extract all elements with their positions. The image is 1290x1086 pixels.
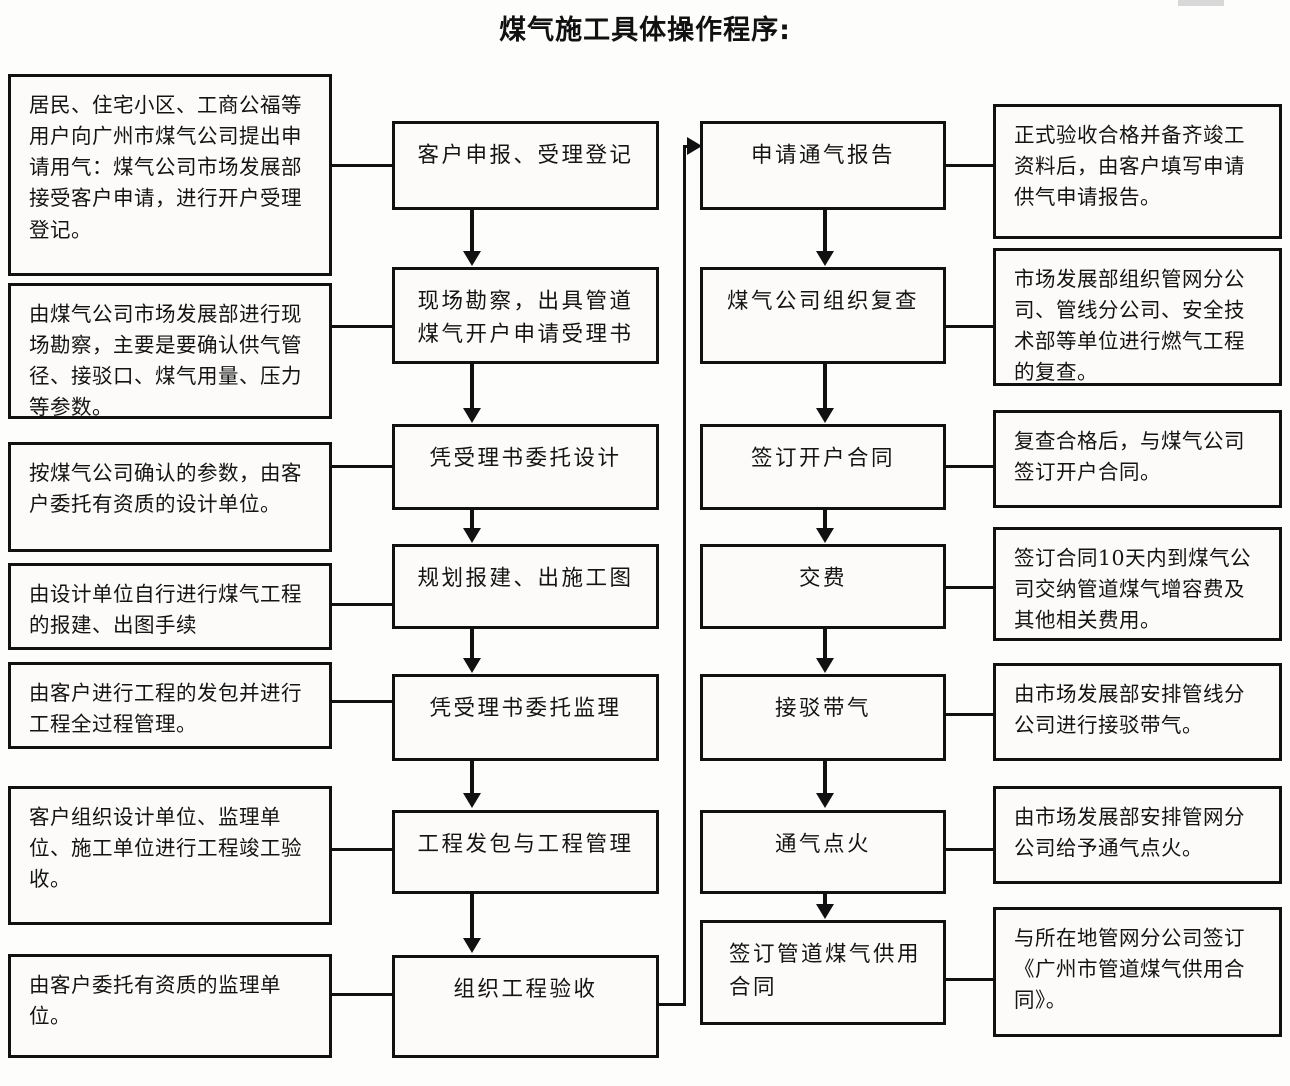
note-box-r6: 由市场发展部安排管网分公司给予通气点火。: [993, 786, 1282, 884]
process-7-text: 组织工程验收: [453, 977, 598, 1002]
note-box-l7: 由客户委托有资质的监理单位。: [8, 954, 332, 1058]
connector-l6-to-step6: [332, 848, 392, 851]
arrowhead-step4: [463, 528, 481, 543]
process-box-11: 交费: [700, 544, 946, 629]
note-box-l5: 由客户进行工程的发包并进行工程全过程管理。: [8, 662, 332, 749]
process-3-text: 凭受理书委托设计: [429, 446, 622, 471]
process-box-14: 签订管道煤气供用合同: [700, 920, 946, 1025]
connector-step8-to-step9: [823, 210, 827, 253]
note-r7-text: 与所在地管网分公司签订《广州市管道煤气供用合同》。: [1014, 926, 1245, 1013]
arrowhead-step7: [463, 938, 481, 953]
arrowhead-step10: [816, 408, 834, 423]
connector-l5-to-step5: [332, 700, 392, 703]
connector-step13-to-r6: [946, 848, 993, 851]
connector-step13-to-step14: [823, 894, 827, 905]
connector-step11-to-step12: [823, 629, 827, 659]
connector-step12-to-r5: [946, 713, 993, 716]
process-box-9: 煤气公司组织复查: [700, 267, 946, 364]
connector-step5-to-step6: [470, 761, 474, 794]
arrowhead-step12: [816, 658, 834, 673]
connector-l4-to-step4: [332, 603, 392, 606]
connector-step11-to-r4: [946, 586, 993, 589]
note-box-l2: 由煤气公司市场发展部进行现场勘察，主要是要确认供气管径、接驳口、煤气用量、压力等…: [8, 283, 332, 419]
process-14-text: 签订管道煤气供用合同: [729, 942, 922, 1000]
connector-step14-to-r7: [946, 978, 993, 981]
note-box-l3: 按煤气公司确认的参数，由客户委托有资质的设计单位。: [8, 442, 332, 552]
process-12-text: 接驳带气: [774, 696, 871, 721]
connector-l7-to-step7: [332, 993, 392, 996]
note-r4-text: 签订合同10天内到煤气公司交纳管道煤气增容费及其他相关费用。: [1014, 546, 1252, 633]
connector-step7-exit: [659, 1003, 686, 1006]
note-l4-text: 由设计单位自行进行煤气工程的报建、出图手续: [29, 582, 302, 638]
process-box-5: 凭受理书委托监理: [392, 674, 659, 761]
process-box-10: 签订开户合同: [700, 424, 946, 510]
note-l3-text: 按煤气公司确认的参数，由客户委托有资质的设计单位。: [29, 461, 302, 517]
arrowhead-step3: [463, 408, 481, 423]
arrowhead-step14: [816, 904, 834, 919]
note-box-r1: 正式验收合格并备齐竣工资料后，由客户填写申请供气申请报告。: [993, 104, 1282, 239]
process-6-text: 工程发包与工程管理: [417, 832, 634, 857]
process-10-text: 签订开户合同: [750, 446, 895, 471]
page-title: 煤气施工具体操作程序:: [499, 15, 791, 46]
process-1-text: 客户申报、受理登记: [417, 143, 634, 168]
process-box-2: 现场勘察，出具管道煤气开户申请受理书: [392, 267, 659, 364]
connector-l3-to-step3: [332, 465, 392, 468]
process-11-text: 交费: [798, 566, 847, 591]
process-box-13: 通气点火: [700, 810, 946, 894]
arrowhead-step2: [463, 251, 481, 266]
process-box-6: 工程发包与工程管理: [392, 810, 659, 894]
connector-step6-to-step7: [470, 894, 474, 939]
note-r5-text: 由市场发展部安排管线分公司进行接驳带气。: [1014, 682, 1245, 738]
process-box-12: 接驳带气: [700, 674, 946, 761]
note-l2-text: 由煤气公司市场发展部进行现场勘察，主要是要确认供气管径、接驳口、煤气用量、压力等…: [29, 302, 302, 420]
process-box-4: 规划报建、出施工图: [392, 544, 659, 629]
arrowhead-step8: [687, 137, 702, 155]
connector-step3-to-step4: [470, 510, 474, 529]
process-9-text: 煤气公司组织复查: [726, 289, 919, 314]
process-box-8: 申请通气报告: [700, 121, 946, 210]
connector-step8-to-r1: [946, 164, 993, 167]
arrowhead-step9: [816, 251, 834, 266]
note-r6-text: 由市场发展部安排管网分公司给予通气点火。: [1014, 805, 1245, 861]
note-box-l6: 客户组织设计单位、监理单位、施工单位进行工程竣工验收。: [8, 786, 332, 925]
note-l6-text: 客户组织设计单位、监理单位、施工单位进行工程竣工验收。: [29, 805, 302, 892]
note-r1-text: 正式验收合格并备齐竣工资料后，由客户填写申请供气申请报告。: [1014, 123, 1245, 210]
note-l1-text: 居民、住宅小区、工商公福等用户向广州市煤气公司提出申请用气：煤气公司市场发展部接…: [29, 93, 302, 242]
connector-l1-to-step1: [332, 164, 392, 167]
note-r3-text: 复查合格后，与煤气公司签订开户合同。: [1014, 429, 1245, 485]
connector-step2-to-step3: [470, 364, 474, 409]
note-r2-text: 市场发展部组织管网分公司、管线分公司、安全技术部等单位进行燃气工程的复查。: [1014, 267, 1245, 385]
note-box-r7: 与所在地管网分公司签订《广州市管道煤气供用合同》。: [993, 907, 1282, 1037]
note-l7-text: 由客户委托有资质的监理单位。: [29, 973, 281, 1029]
connector-step10-to-r3: [946, 465, 993, 468]
scan-corner-artifact: [1178, 0, 1224, 6]
connector-step1-to-step2: [470, 210, 474, 253]
arrowhead-step6: [463, 793, 481, 808]
process-5-text: 凭受理书委托监理: [429, 696, 622, 721]
process-13-text: 通气点火: [774, 832, 871, 857]
connector-wrap-vertical: [683, 145, 686, 1006]
note-box-r2: 市场发展部组织管网分公司、管线分公司、安全技术部等单位进行燃气工程的复查。: [993, 248, 1282, 386]
note-box-r4: 签订合同10天内到煤气公司交纳管道煤气增容费及其他相关费用。: [993, 527, 1282, 641]
arrowhead-step11: [816, 528, 834, 543]
connector-step9-to-r2: [946, 325, 993, 328]
connector-step4-to-step5: [470, 629, 474, 659]
connector-l2-to-step2: [332, 325, 392, 328]
process-box-7: 组织工程验收: [392, 955, 659, 1058]
note-box-l1: 居民、住宅小区、工商公福等用户向广州市煤气公司提出申请用气：煤气公司市场发展部接…: [8, 74, 332, 276]
process-8-text: 申请通气报告: [750, 143, 895, 168]
connector-step10-to-step11: [823, 510, 827, 529]
connector-step12-to-step13: [823, 761, 827, 794]
arrowhead-step5: [463, 658, 481, 673]
process-box-1: 客户申报、受理登记: [392, 121, 659, 210]
note-box-l4: 由设计单位自行进行煤气工程的报建、出图手续: [8, 563, 332, 650]
process-4-text: 规划报建、出施工图: [417, 566, 634, 591]
process-box-3: 凭受理书委托设计: [392, 424, 659, 510]
note-l5-text: 由客户进行工程的发包并进行工程全过程管理。: [29, 681, 302, 737]
arrowhead-step13: [816, 793, 834, 808]
connector-step9-to-step10: [823, 364, 827, 409]
process-2-text: 现场勘察，出具管道煤气开户申请受理书: [417, 289, 634, 347]
note-box-r3: 复查合格后，与煤气公司签订开户合同。: [993, 410, 1282, 508]
note-box-r5: 由市场发展部安排管线分公司进行接驳带气。: [993, 663, 1282, 761]
